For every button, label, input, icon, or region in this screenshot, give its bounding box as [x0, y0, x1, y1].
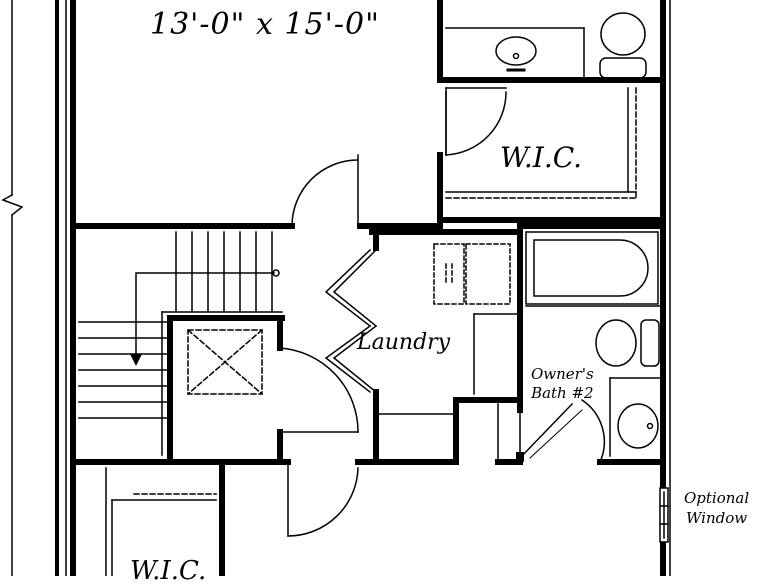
upper-bath-walls	[437, 27, 666, 83]
bath-sink-icon	[617, 403, 659, 449]
upper-wic-door	[445, 91, 507, 156]
lower-bedroom-door	[287, 461, 359, 537]
exterior-wall-left	[55, 0, 76, 576]
owners-bath-label: Owner's Bath #2	[531, 365, 594, 403]
stair-direction-arrow	[130, 354, 142, 366]
owners-bath-walls	[517, 223, 666, 465]
staircase	[78, 231, 283, 456]
lower-wic-walls	[105, 467, 217, 576]
laundry-walls	[369, 229, 523, 465]
upper-wic-label: W.I.C.	[500, 141, 583, 174]
bath-door-jamb	[516, 452, 524, 462]
optional-window	[659, 487, 669, 543]
owners-bath-label-line1: Owner's	[531, 365, 594, 383]
bedroom-door	[291, 154, 359, 227]
washer-dryer-icon	[433, 243, 511, 305]
bedroom-walls	[70, 0, 443, 229]
bathtub-icon	[525, 231, 659, 305]
bifold-door	[324, 248, 378, 394]
optional-window-label: Optional Window	[684, 488, 749, 528]
toilet-icon	[599, 12, 647, 79]
bath-door	[518, 398, 606, 463]
lower-wic-label: W.I.C.	[130, 556, 207, 586]
attic-access-icon	[186, 328, 264, 396]
optional-window-label-line2: Window	[686, 509, 748, 527]
lower-corridor-wall	[70, 459, 523, 576]
sink-icon	[495, 36, 537, 72]
bath-toilet-icon	[595, 319, 660, 367]
bedroom-dimensions-label: 13'-0" x 15'-0"	[150, 7, 380, 42]
optional-window-label-line1: Optional	[684, 489, 750, 507]
left-dimension-line	[1, 0, 24, 576]
laundry-label: Laundry	[357, 330, 451, 355]
landing-door	[279, 347, 359, 433]
stair-core-walls	[167, 315, 285, 465]
owners-bath-label-line2: Bath #2	[531, 384, 594, 402]
